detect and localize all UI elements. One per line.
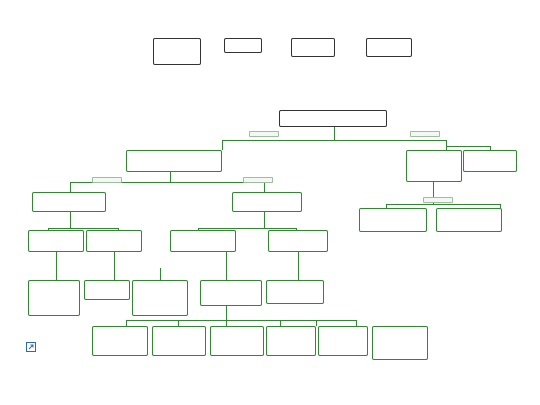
node-l2-d[interactable] [436,208,502,232]
node-l5-d[interactable] [266,326,316,356]
node-l4-b[interactable] [84,280,130,300]
node-l2-a[interactable] [32,192,106,212]
node-l1-right-a[interactable] [406,150,462,182]
node-l5-f[interactable] [372,326,428,360]
node-l1-right-b[interactable] [463,150,517,172]
node-l3-b[interactable] [86,230,142,252]
legend-box-2 [224,38,262,53]
node-l5-b[interactable] [152,326,206,356]
legend-box-4 [366,38,412,57]
node-l1-left[interactable] [126,150,222,172]
legend-box-1 [153,38,201,65]
node-l4-e[interactable] [266,280,324,304]
legend-box-3 [291,38,335,57]
node-l2-b[interactable] [232,192,302,212]
external-link-icon[interactable] [26,342,36,352]
node-l5-a[interactable] [92,326,148,356]
node-l4-d[interactable] [200,280,262,306]
node-root[interactable] [279,110,387,127]
node-l4-c[interactable] [132,280,188,316]
node-l4-a[interactable] [28,280,80,316]
node-l2-c[interactable] [359,208,427,232]
node-l3-d[interactable] [268,230,328,252]
node-l5-e[interactable] [318,326,368,356]
node-l3-a[interactable] [28,230,84,252]
node-l3-c[interactable] [170,230,236,252]
node-l5-c[interactable] [210,326,264,356]
